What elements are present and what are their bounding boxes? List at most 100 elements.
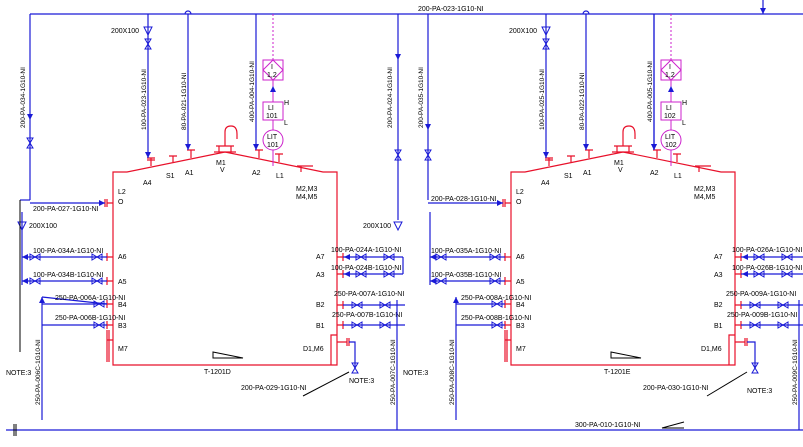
- line-left-3: 100-PA-034B-1G10-NI: [33, 272, 103, 279]
- reducer-tag-3: 200X100: [363, 223, 391, 230]
- instrument-i: I: [271, 64, 273, 71]
- line-right-5: 100-PA-026A-1G10-NI: [732, 247, 802, 254]
- nozzle-a4: A4: [143, 180, 152, 187]
- instrument-i-num-2: 1,2: [665, 72, 675, 79]
- nozzle-a3-2: A3: [714, 272, 723, 279]
- nozzle-m23: M2,M3: [296, 186, 318, 193]
- nozzle-a5-2: A5: [516, 279, 525, 286]
- line-right-8: 250-PA-009B-1G10-NI: [727, 312, 797, 319]
- nozzle-b1-2: B1: [714, 323, 723, 330]
- line-left-6: 200-PA-028-1G10-NI: [431, 196, 497, 203]
- nozzle-m7-2: M7: [516, 346, 526, 353]
- nozzle-line-2: 80-PA-021-1G10-NI: [181, 72, 188, 130]
- line-left-7: 100-PA-035A-1G10-NI: [431, 248, 501, 255]
- line-right-1: 100-PA-024A-1G10-NI: [331, 247, 401, 254]
- instrument-lit-num-2: 102: [665, 142, 677, 149]
- line-left-2: 100-PA-034A-1G10-NI: [33, 248, 103, 255]
- nozzle-b1: B1: [316, 323, 325, 330]
- nozzle-m7: M7: [118, 346, 128, 353]
- down-left-label-2: 250-PA-008C-1G10-NI: [449, 339, 456, 405]
- nozzle-a5: A5: [118, 279, 127, 286]
- nozzle-s1-2: S1: [564, 173, 573, 180]
- instrument-lit-2: LIT: [665, 134, 676, 141]
- mid-drop-right-label: 200-PA-035-1G10-NI: [418, 67, 425, 128]
- line-right-2: 100-PA-024B-1G10-NI: [331, 265, 401, 272]
- line-right-7: 250-PA-009A-1G10-NI: [726, 291, 796, 298]
- mid-drop-left-label: 200-PA-024-1G10-NI: [387, 67, 394, 128]
- nozzle-o-2: O: [516, 199, 522, 206]
- nozzle-m1: M1: [216, 160, 226, 167]
- instrument-lit: LIT: [267, 134, 278, 141]
- nozzle-m45: M4,M5: [296, 194, 318, 201]
- reducer-tag: 200X100: [111, 28, 139, 35]
- drain-line: 200-PA-029-1G10-NI: [241, 385, 307, 392]
- drain-line-2: 200-PA-030-1G10-NI: [643, 385, 709, 392]
- instrument-li-num: 101: [266, 113, 278, 120]
- line-left-5: 250-PA-006B-1G10-NI: [55, 315, 125, 322]
- nozzle-b2: B2: [316, 302, 325, 309]
- left-note: NOTE:3: [6, 370, 31, 377]
- tank-unit-2: 200X100 100-PA-025-1G10-NI 80-PA-022-1G1…: [403, 14, 803, 430]
- nozzle-l1-2: L1: [674, 173, 682, 180]
- tank-unit-1: 200X100 100-PA-023-1G10-NI 80-PA-021-1G1…: [17, 14, 405, 430]
- alarm-l-2: L: [682, 120, 686, 127]
- nozzle-b4-2: B4: [516, 302, 525, 309]
- nozzle-line-5: 80-PA-022-1G10-NI: [579, 72, 586, 130]
- instrument-loop-2: I 1,2 LI 102 H L LIT 102: [660, 14, 687, 166]
- down-right-label-2: 250-PA-009C-1G10-NI: [792, 339, 799, 405]
- nozzle-a2: A2: [252, 170, 261, 177]
- nozzle-l1: L1: [276, 173, 284, 180]
- note-label-3: NOTE:3: [747, 388, 772, 395]
- nozzle-a2-2: A2: [650, 170, 659, 177]
- nozzle-l2: L2: [118, 189, 126, 196]
- nozzle-d1m6: D1,M6: [303, 346, 324, 353]
- nozzle-a7: A7: [316, 254, 325, 261]
- nozzle-b3: B3: [118, 323, 127, 330]
- down-right-label: 250-PA-007C-1G10-NI: [390, 339, 397, 405]
- reducer-tag-2: 200X100: [29, 223, 57, 230]
- nozzle-b4: B4: [118, 302, 127, 309]
- reducer-tag-4: 200X100: [509, 28, 537, 35]
- nozzle-o: O: [118, 199, 124, 206]
- nozzle-m45-2: M4,M5: [694, 194, 716, 201]
- line-left-1: 200-PA-027-1G10-NI: [33, 206, 99, 213]
- instrument-li-2: LI: [666, 105, 672, 112]
- nozzle-line-4: 100-PA-025-1G10-NI: [539, 69, 546, 130]
- nozzle-v-2: V: [618, 167, 623, 174]
- instrument-loop: I 1,2 LI 101 H L LIT 101: [262, 14, 289, 166]
- nozzle-line-3: 400-PA-004-1G10-NI: [249, 61, 256, 122]
- line-left-8: 100-PA-035B-1G10-NI: [431, 272, 501, 279]
- line-right-3: 250-PA-007A-1G10-NI: [334, 291, 404, 298]
- note-label-2: NOTE:3: [403, 370, 428, 377]
- nozzle-a7-2: A7: [714, 254, 723, 261]
- left-riser-label: 200-PA-034-1G10-NI: [20, 67, 27, 128]
- main-line-label: 300-PA-010-1G10-NI: [575, 422, 641, 429]
- nozzle-l2-2: L2: [516, 189, 524, 196]
- nozzle-a4-2: A4: [541, 180, 550, 187]
- vessel-tag-2: T-1201E: [604, 369, 631, 376]
- instrument-i-2: I: [669, 64, 671, 71]
- line-left-9: 250-PA-008A-1G10-NI: [461, 295, 531, 302]
- nozzle-m1-2: M1: [614, 160, 624, 167]
- instrument-li-num-2: 102: [664, 113, 676, 120]
- instrument-i-num: 1,2: [267, 72, 277, 79]
- alarm-h: H: [284, 100, 289, 107]
- left-riser: 200-PA-034-1G10-NI: [20, 67, 34, 149]
- line-left-4: 250-PA-006A-1G10-NI: [55, 295, 125, 302]
- nozzle-m23-2: M2,M3: [694, 186, 716, 193]
- nozzle-line-6: 400-PA-005-1G10-NI: [647, 61, 654, 122]
- instrument-lit-num: 101: [267, 142, 279, 149]
- down-left-label: 250-PA-006C-1G10-NI: [35, 339, 42, 405]
- nozzle-a3: A3: [316, 272, 325, 279]
- instrument-li: LI: [268, 105, 274, 112]
- nozzle-a6-2: A6: [516, 254, 525, 261]
- note-label: NOTE:3: [349, 378, 374, 385]
- line-right-4: 250-PA-007B-1G10-NI: [332, 312, 402, 319]
- alarm-l: L: [284, 120, 288, 127]
- nozzle-b3-2: B3: [516, 323, 525, 330]
- nozzle-d1m6-2: D1,M6: [701, 346, 722, 353]
- nozzle-b2-2: B2: [714, 302, 723, 309]
- nozzle-line-1: 100-PA-023-1G10-NI: [141, 69, 148, 130]
- line-right-6: 100-PA-026B-1G10-NI: [732, 265, 802, 272]
